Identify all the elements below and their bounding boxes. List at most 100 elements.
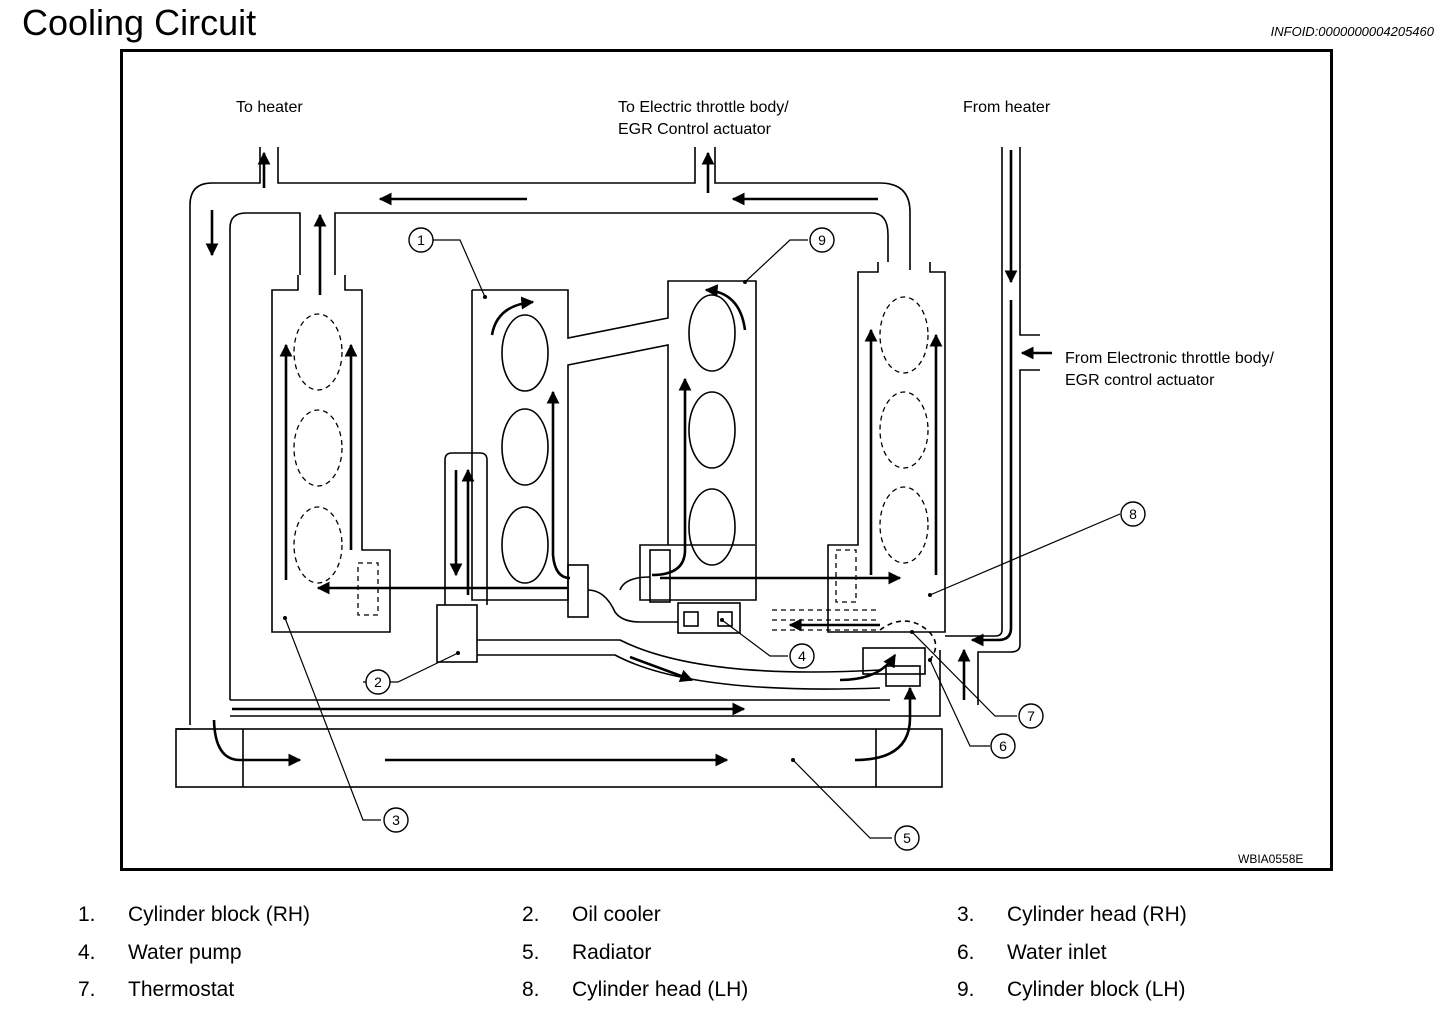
callout-7: 7 — [1027, 708, 1035, 724]
cyl-block-rh-2 — [501, 408, 549, 486]
cyl-dashed-rh-1 — [293, 313, 343, 391]
cylinder-head-rh — [271, 275, 391, 633]
cyl-dashed-rh-2 — [293, 409, 343, 487]
cyl-block-rh-3 — [501, 506, 549, 584]
leader-dot-2 — [456, 651, 460, 655]
label-from-throttle-line1: From Electronic throttle body/ — [1065, 350, 1274, 367]
legend-text: Cylinder block (LH) — [1007, 978, 1186, 1001]
pipe-from-heater-inner — [945, 147, 1003, 637]
flow-arrow-radiator-1 — [212, 719, 302, 767]
page-title: Cooling Circuit — [22, 2, 257, 43]
diagram-drawing: 1 2 3 4 5 6 7 8 9 — [175, 147, 1146, 851]
pipe-from-heater-outer-2 — [977, 369, 1040, 705]
water-pump-impeller-1 — [683, 611, 699, 627]
radiator-divider — [242, 729, 877, 787]
pipe-oil-to-inlet — [477, 639, 881, 673]
legend-number: 7. — [78, 978, 96, 1001]
callout-6: 6 — [999, 738, 1007, 754]
legend-text: Water inlet — [1007, 941, 1107, 964]
legend-number: 5. — [522, 941, 540, 964]
cooling-circuit-diagram: 1 2 3 4 5 6 7 8 9 To heater To Electric … — [120, 49, 1333, 871]
leader-dot-4 — [720, 618, 724, 622]
connector-curve — [587, 589, 678, 623]
pipe-top-inner — [229, 212, 301, 700]
leader-dot-9 — [743, 280, 747, 284]
label-from-heater: From heater — [963, 99, 1051, 116]
legend-text: Cylinder block (RH) — [128, 903, 311, 926]
pipe-bottom-2 — [230, 650, 941, 717]
legend-text: Radiator — [572, 941, 652, 964]
cyl-block-lh-3 — [688, 488, 736, 566]
cylinder-block-rh — [472, 280, 757, 601]
callout-circle-6 — [990, 733, 1016, 759]
cyl-dashed-rh-3 — [293, 506, 343, 584]
callout-circle-5 — [894, 825, 920, 851]
label-to-heater: To heater — [236, 99, 303, 116]
cyl-dashed-lh-1 — [879, 296, 929, 374]
callout-1: 1 — [417, 232, 425, 248]
leader-7 — [911, 631, 1017, 717]
leader-dot-7 — [910, 630, 914, 634]
pipe-oil-to-inlet-2 — [477, 654, 881, 690]
leader-8 — [929, 513, 1121, 596]
legend-number: 8. — [522, 978, 540, 1001]
callout-3: 3 — [392, 812, 400, 828]
legend-text: Oil cooler — [572, 903, 661, 926]
legend-number: 4. — [78, 941, 96, 964]
leader-1 — [433, 239, 486, 298]
legend-number: 1. — [78, 903, 96, 926]
leader-dot-1 — [483, 295, 487, 299]
cyl-dashed-lh-2 — [879, 391, 929, 469]
thermostat-box — [885, 665, 921, 687]
legend-text: Thermostat — [128, 978, 235, 1001]
legend-number: 9. — [957, 978, 975, 1001]
leader-9 — [744, 239, 808, 283]
flow-arrow-lh-block — [704, 284, 747, 331]
legend-number: 6. — [957, 941, 975, 964]
leader-dot-5 — [791, 758, 795, 762]
water-pump-box — [677, 602, 741, 634]
cyl-block-lh-1 — [688, 294, 736, 372]
dashed-block-lh — [835, 549, 857, 603]
water-pump-impeller-2 — [717, 611, 733, 627]
legend-number: 3. — [957, 903, 975, 926]
legend-text: Cylinder head (RH) — [1007, 903, 1187, 926]
label-to-throttle-line1: To Electric throttle body/ — [618, 99, 789, 116]
flow-arrow-block-up-2 — [651, 377, 692, 577]
pipe-from-heater-outer — [1019, 147, 1040, 336]
legend-number: 2. — [522, 903, 540, 926]
cylinder-head-lh — [827, 262, 946, 633]
flow-arrow-oil-pipe — [629, 655, 694, 683]
callout-circle-9 — [809, 227, 835, 253]
cyl-block-lh-2 — [688, 391, 736, 469]
flow-arrow-block-up-1 — [546, 390, 571, 580]
leader-dot-8 — [928, 593, 932, 597]
callout-circle-1 — [408, 227, 434, 253]
info-id: INFOID:0000000004205460 — [1270, 24, 1434, 39]
pipe-top-outer-3 — [714, 147, 911, 270]
callout-circle-4 — [789, 643, 815, 669]
pipe-top-inner-2 — [334, 212, 889, 275]
figure-id: WBIA0558E — [1238, 852, 1304, 866]
label-to-throttle-line2: EGR Control actuator — [618, 121, 771, 138]
callout-2: 2 — [374, 674, 382, 690]
callout-circle-8 — [1120, 501, 1146, 527]
oil-cooler — [436, 604, 478, 663]
callout-circle-3 — [383, 807, 409, 833]
radiator-box — [175, 728, 943, 788]
oil-cooler-pipe — [444, 452, 488, 605]
leader-6 — [929, 659, 990, 747]
leader-5 — [792, 759, 892, 839]
legend-text: Water pump — [128, 941, 242, 964]
cyl-block-rh-1 — [501, 314, 549, 392]
callout-8: 8 — [1129, 506, 1137, 522]
label-from-throttle-line2: EGR control actuator — [1065, 372, 1215, 389]
pipe-top-outer-2 — [277, 147, 696, 184]
callout-circle-2 — [365, 669, 391, 695]
cyl-dashed-lh-3 — [879, 486, 929, 564]
connector-curve-2 — [619, 576, 651, 591]
flow-arrow-from-heater-right — [970, 300, 1013, 647]
leader-4 — [721, 619, 788, 657]
leader-dot-3 — [283, 616, 287, 620]
pipe-top-outer — [189, 147, 261, 725]
